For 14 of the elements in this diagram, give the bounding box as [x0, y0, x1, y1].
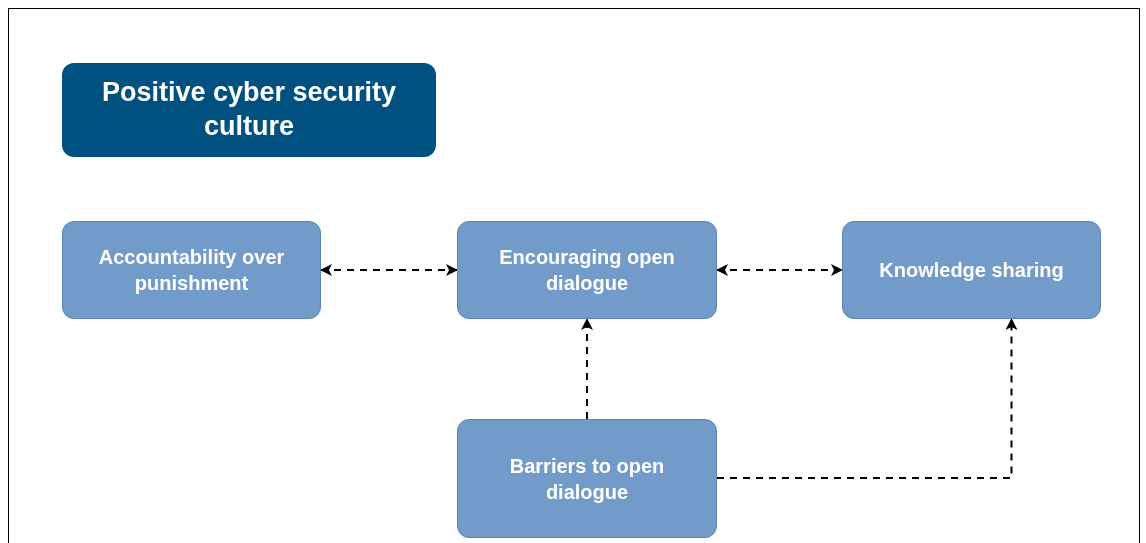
box-label: Encouraging open dialogue	[498, 245, 676, 296]
box-label: Knowledge sharing	[879, 258, 1064, 283]
box-label: Accountability over punishment	[97, 245, 286, 296]
title-box	[62, 63, 436, 157]
dashed-arrow	[581, 318, 593, 420]
dashed-arrow	[716, 264, 843, 276]
process-box	[457, 419, 717, 538]
title-text: Positive cyber security culture	[100, 76, 398, 143]
process-box	[457, 221, 717, 319]
dashed-arrow	[716, 318, 1018, 479]
dashed-arrow	[320, 264, 458, 276]
process-box	[62, 221, 321, 319]
box-label: Barriers to open dialogue	[508, 453, 666, 505]
process-box	[842, 221, 1101, 319]
